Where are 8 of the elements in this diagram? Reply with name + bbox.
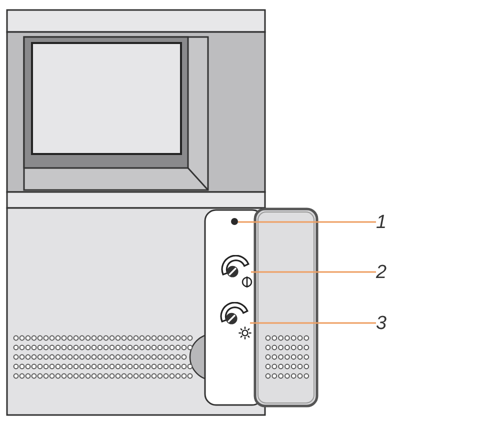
leader-line: [251, 271, 376, 273]
leader-line: [238, 221, 376, 223]
callout-number: 3: [376, 312, 390, 334]
knob-icon: [221, 255, 251, 279]
callout-number: 1: [376, 211, 390, 233]
leader-line: [250, 322, 376, 324]
knob-icon: [220, 302, 250, 326]
callout-number: 2: [376, 261, 390, 283]
